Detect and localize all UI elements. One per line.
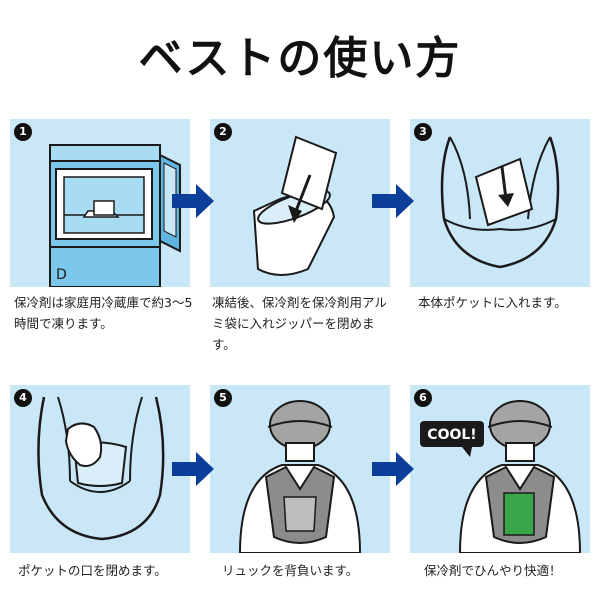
- arrow-right-icon: [372, 452, 414, 486]
- cool-bubble-text: COOL!: [427, 427, 476, 443]
- arrow-right-icon: [172, 452, 214, 486]
- step-1-panel: D 1: [10, 119, 190, 287]
- page-title: ベストの使い方: [138, 33, 462, 84]
- step-3-caption: 本体ポケットに入れます。: [418, 295, 567, 310]
- step-number: 5: [214, 389, 232, 407]
- fridge-letter: D: [56, 267, 67, 283]
- step-2-panel: 2: [210, 119, 390, 287]
- step-4-panel: 4: [10, 385, 190, 553]
- vest-pocket-illustration: [440, 136, 560, 269]
- arrow-right-icon: [172, 184, 214, 218]
- step-2-caption: 凍結後、保冷剤を保冷剤用アルミ袋に入れジッパーを閉めます。: [212, 295, 387, 352]
- step-number: 2: [214, 123, 232, 141]
- step-number: 4: [14, 389, 32, 407]
- step-number: 3: [414, 123, 432, 141]
- step-5-caption: リュックを背負います。: [222, 563, 359, 578]
- pouch-illustration: [252, 135, 338, 276]
- cool-back-illustration: COOL!: [420, 400, 582, 553]
- step-5-panel: 5: [210, 385, 390, 553]
- step-number: 1: [14, 123, 32, 141]
- freezer-illustration: D: [49, 144, 181, 287]
- close-pocket-illustration: [37, 396, 165, 541]
- back-illustration: [238, 400, 362, 553]
- step-3-panel: 3: [410, 119, 590, 287]
- cool-pack: [503, 492, 535, 536]
- step-1-caption: 保冷剤は家庭用冷蔵庫で約3〜5時間で凍ります。: [14, 295, 193, 331]
- arrow-right-icon: [372, 184, 414, 218]
- step-4-caption: ポケットの口を閉めます。: [18, 563, 167, 578]
- step-6-caption: 保冷剤でひんやり快適！: [424, 563, 562, 578]
- step-number: 6: [414, 389, 432, 407]
- step-6-panel: COOL! 6: [410, 385, 590, 553]
